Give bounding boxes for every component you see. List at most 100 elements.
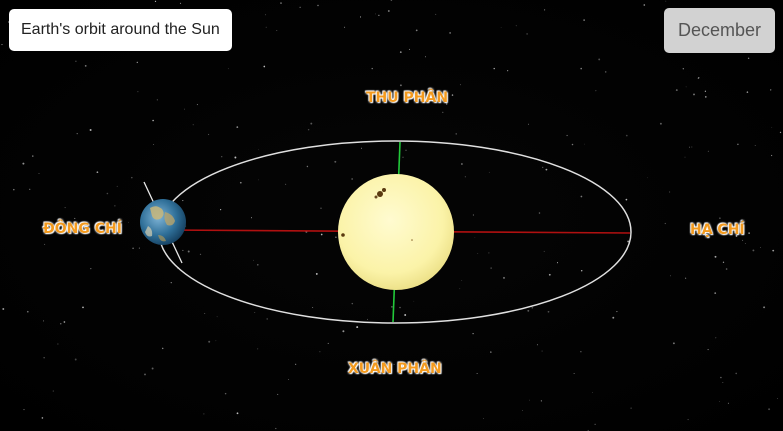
star bbox=[472, 332, 474, 335]
star bbox=[531, 306, 534, 309]
star bbox=[404, 314, 407, 316]
star bbox=[413, 300, 415, 302]
star bbox=[503, 276, 505, 279]
star bbox=[184, 108, 185, 110]
star bbox=[96, 171, 99, 174]
star bbox=[526, 33, 528, 35]
star bbox=[672, 342, 675, 345]
star bbox=[132, 247, 134, 250]
star bbox=[182, 249, 184, 251]
star bbox=[257, 348, 259, 350]
star bbox=[584, 143, 585, 145]
star bbox=[488, 171, 490, 173]
star bbox=[689, 146, 690, 148]
star bbox=[215, 340, 217, 342]
star bbox=[317, 4, 319, 7]
star bbox=[643, 4, 646, 6]
star bbox=[449, 32, 451, 34]
label-summer-solstice: HẠ CHÍ bbox=[690, 222, 745, 238]
star bbox=[446, 103, 448, 105]
star bbox=[707, 150, 709, 152]
star bbox=[234, 156, 237, 159]
star bbox=[459, 288, 461, 290]
star bbox=[714, 255, 717, 258]
star bbox=[408, 48, 411, 50]
star bbox=[737, 143, 739, 146]
star bbox=[451, 94, 454, 96]
star bbox=[63, 321, 66, 323]
star bbox=[224, 392, 227, 395]
label-winter-solstice: ĐÔNG CHÍ bbox=[43, 221, 122, 237]
month-button[interactable]: December bbox=[664, 8, 775, 53]
star bbox=[266, 318, 269, 320]
star bbox=[89, 129, 92, 131]
star bbox=[306, 165, 309, 168]
star bbox=[387, 10, 390, 12]
star bbox=[543, 250, 545, 252]
star bbox=[220, 209, 222, 211]
star bbox=[616, 311, 618, 313]
star bbox=[490, 351, 492, 353]
star bbox=[351, 178, 353, 180]
star bbox=[402, 156, 404, 158]
star bbox=[310, 122, 313, 125]
star bbox=[472, 214, 474, 216]
star bbox=[542, 166, 544, 169]
star bbox=[315, 272, 318, 275]
star bbox=[592, 391, 593, 393]
star bbox=[221, 156, 223, 158]
star bbox=[659, 122, 662, 125]
star bbox=[74, 358, 77, 361]
star bbox=[746, 91, 749, 93]
star bbox=[541, 350, 543, 352]
star bbox=[344, 26, 346, 28]
star bbox=[114, 205, 116, 207]
star bbox=[127, 221, 129, 223]
star bbox=[334, 160, 337, 163]
star bbox=[84, 64, 87, 67]
star bbox=[754, 145, 756, 146]
star bbox=[536, 344, 538, 346]
star bbox=[527, 309, 530, 312]
star bbox=[254, 312, 256, 313]
star bbox=[684, 156, 686, 158]
star bbox=[722, 261, 725, 263]
star bbox=[405, 149, 407, 151]
star bbox=[630, 407, 632, 409]
star bbox=[74, 217, 76, 219]
star bbox=[393, 363, 395, 365]
star bbox=[253, 259, 254, 261]
star bbox=[250, 217, 253, 219]
star bbox=[669, 191, 671, 193]
star bbox=[459, 84, 461, 86]
star bbox=[116, 185, 118, 187]
star bbox=[647, 177, 648, 179]
star bbox=[748, 232, 750, 234]
star bbox=[529, 399, 530, 401]
star bbox=[770, 154, 773, 157]
star bbox=[580, 195, 583, 198]
star bbox=[612, 316, 615, 319]
star bbox=[227, 68, 229, 70]
star bbox=[285, 183, 287, 185]
star bbox=[482, 418, 484, 420]
star bbox=[580, 351, 582, 353]
star bbox=[239, 181, 242, 184]
star bbox=[151, 367, 154, 370]
star bbox=[490, 267, 492, 269]
star bbox=[1, 44, 3, 46]
star bbox=[258, 149, 259, 151]
star bbox=[707, 349, 709, 351]
star bbox=[515, 25, 517, 27]
star bbox=[625, 198, 628, 201]
star bbox=[544, 9, 546, 11]
star bbox=[64, 207, 66, 209]
star bbox=[2, 308, 5, 310]
star bbox=[770, 89, 772, 91]
star bbox=[669, 275, 671, 277]
star bbox=[371, 67, 373, 70]
star bbox=[29, 188, 31, 190]
star bbox=[399, 306, 401, 309]
